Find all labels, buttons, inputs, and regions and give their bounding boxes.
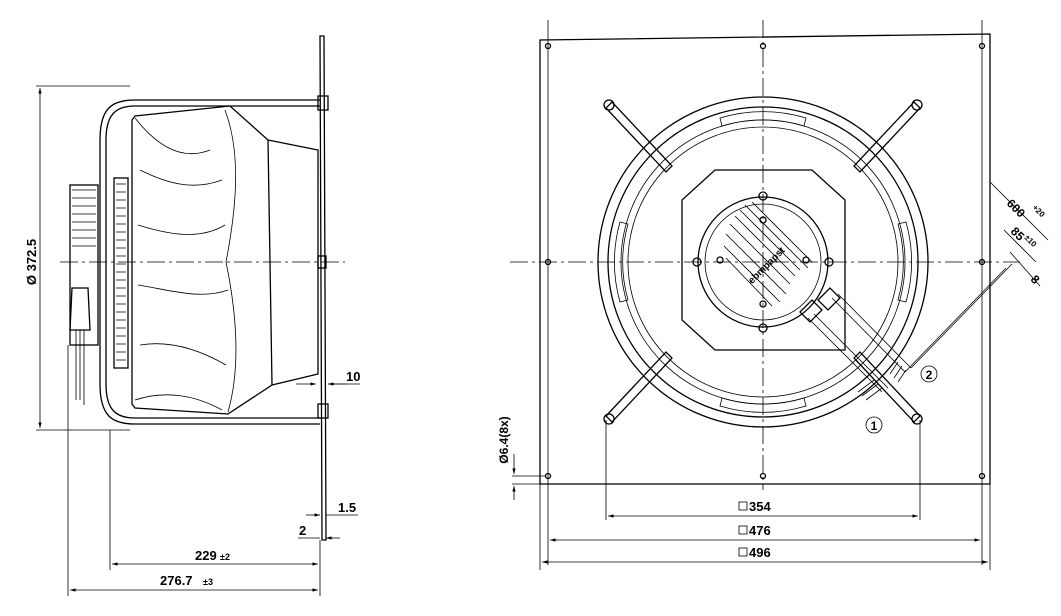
cable-glands (799, 287, 841, 323)
motor-ribs (723, 201, 813, 307)
ring-slots (614, 111, 912, 413)
brand-label: ebmpapst (746, 245, 788, 287)
square-476: 476 (749, 523, 771, 538)
motor-body (69, 184, 99, 346)
callout-2: 2 (926, 368, 933, 382)
struts (603, 99, 923, 425)
impeller-blades (134, 117, 229, 411)
dim-1-5: 1.5 (338, 500, 356, 515)
bottom-nut (317, 403, 329, 419)
tol-600: +20 (1031, 203, 1047, 219)
dim-276-7: 276.7 (160, 573, 193, 588)
tol-276-7: ±3 (203, 577, 213, 587)
dim-10: 10 (346, 369, 360, 384)
callout-2-circle (920, 365, 938, 383)
bottom-strut (99, 383, 320, 425)
square-496: 496 (749, 545, 771, 560)
mounting-plate (319, 35, 327, 541)
side-view: Ø 372.5 10 1.5 2 229 ±2 276.7 ±3 (24, 35, 360, 596)
motor-flange (113, 177, 129, 369)
tol-229: ±2 (220, 552, 230, 562)
top-strut (99, 99, 320, 141)
motor-bolts (692, 191, 834, 333)
square-354: 354 (749, 499, 771, 514)
dim-229: 229 (195, 548, 217, 563)
side-cable (75, 330, 85, 405)
callout-1-circle (865, 416, 883, 434)
dim-2: 2 (299, 523, 306, 538)
inner-plate (681, 169, 846, 351)
hole-label: Ø6.4(8x) (497, 416, 511, 463)
front-view: ebmpapst 1 2 600 +20 85 ±10 8 (497, 20, 1049, 570)
top-nut (317, 95, 329, 111)
inlet-ring (267, 139, 319, 386)
cable-gland (69, 287, 91, 331)
cables (807, 263, 1013, 401)
outer-ring (597, 96, 929, 428)
callout-1: 1 (871, 419, 878, 433)
diameter-label: Ø 372.5 (24, 239, 39, 285)
motor-disc (697, 196, 829, 328)
